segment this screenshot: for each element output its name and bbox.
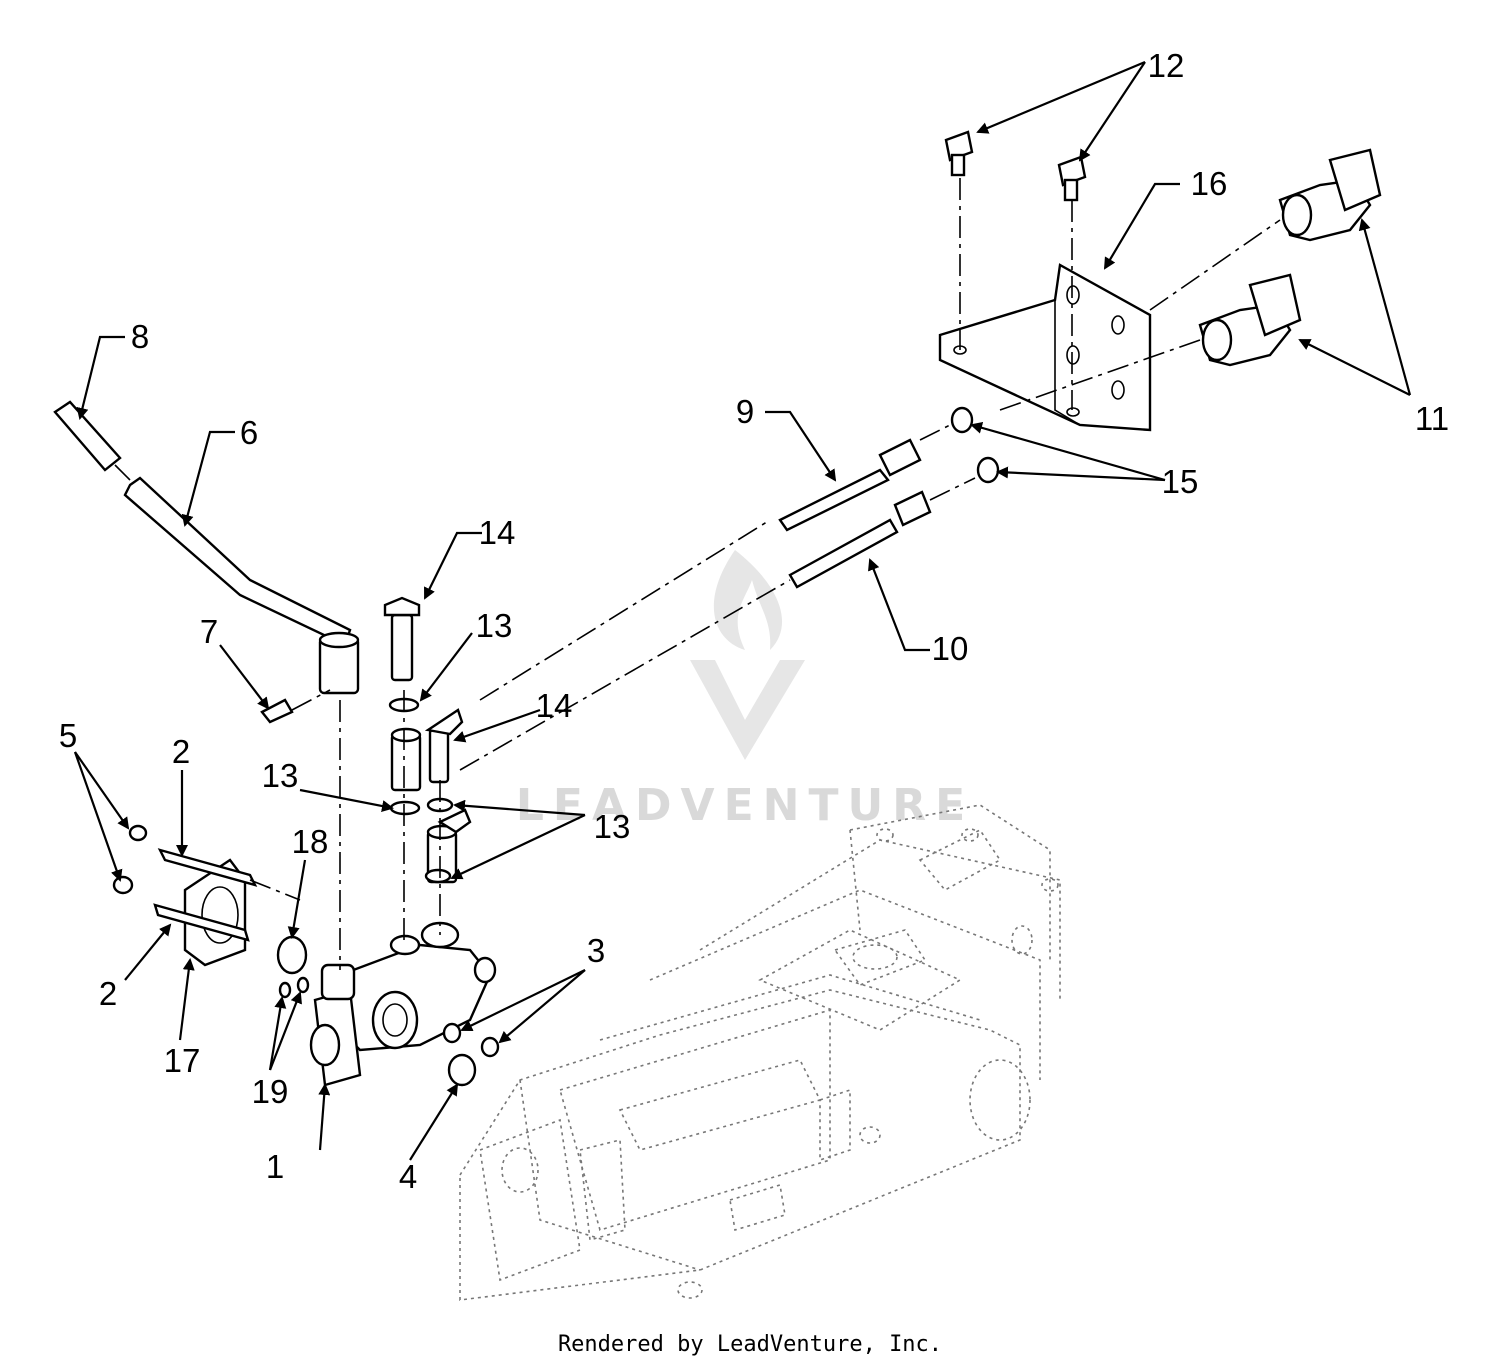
callout-17: 17: [164, 1042, 201, 1079]
watermark-text: LEADVENTURE: [516, 780, 974, 831]
callout-2-upper: 2: [172, 733, 190, 770]
callout-14-middle: 14: [536, 687, 573, 724]
o-rings: [442, 1022, 500, 1087]
watermark-logo: LEADVENTURE: [516, 550, 974, 831]
callout-8: 8: [131, 318, 149, 355]
callout-4: 4: [399, 1158, 417, 1195]
callout-3: 3: [587, 932, 605, 969]
callout-6: 6: [240, 414, 258, 451]
hydraulic-tubes: [778, 406, 1000, 589]
callout-10: 10: [932, 630, 969, 667]
callout-2-lower: 2: [99, 975, 117, 1012]
callout-14-top: 14: [479, 514, 516, 551]
callout-9: 9: [736, 393, 754, 430]
hydraulic-housing: [459, 804, 1061, 1301]
callout-11: 11: [1415, 400, 1449, 437]
quick-couplers: [1198, 148, 1382, 367]
end-plate: [112, 824, 310, 999]
valve-body: [309, 921, 497, 1087]
set-screw: [260, 698, 294, 724]
callout-1: 1: [266, 1148, 284, 1185]
mounting-bracket: [938, 263, 1152, 432]
callout-7: 7: [200, 613, 218, 650]
callout-13-right: 13: [594, 808, 631, 845]
leader-lines: [73, 60, 1412, 1161]
footer-credit: Rendered by LeadVenture, Inc.: [557, 1332, 943, 1357]
lever-handle: [53, 400, 360, 695]
assembly-centerlines: [114, 178, 1281, 970]
callout-18: 18: [292, 823, 329, 860]
callout-13-top: 13: [476, 607, 513, 644]
callout-5: 5: [59, 717, 77, 754]
callout-19: 19: [252, 1073, 289, 1110]
bracket-bolts: [944, 130, 1087, 202]
callout-16: 16: [1191, 165, 1228, 202]
callout-12: 12: [1148, 47, 1185, 84]
callout-13-left: 13: [262, 757, 299, 794]
callout-15: 15: [1162, 463, 1199, 500]
callout-labels: 1 2 2 3 4 5 6 7 8 9 10 11 12 13 13 13 14…: [59, 47, 1449, 1195]
